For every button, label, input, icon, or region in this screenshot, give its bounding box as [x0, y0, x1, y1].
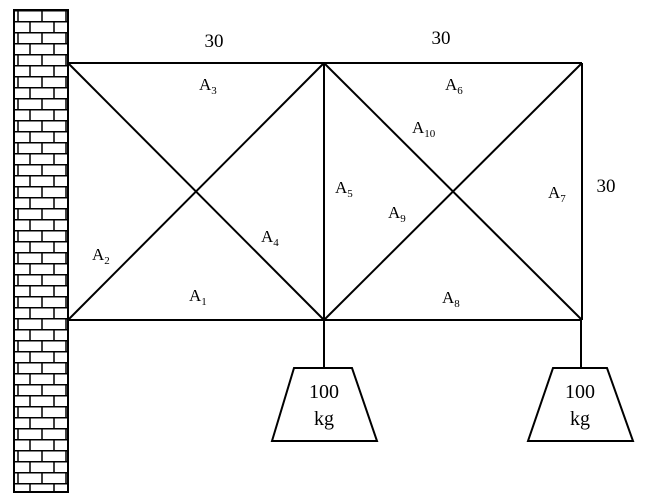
weight-left-value: 100: [309, 381, 339, 403]
weight-right-unit: kg: [570, 408, 590, 430]
weight-left-unit: kg: [314, 408, 334, 430]
label-a7: A7: [548, 183, 566, 205]
label-a6: A6: [445, 75, 463, 97]
truss-members: [67, 62, 583, 368]
dimension-top-left: 30: [205, 31, 224, 52]
label-a8: A8: [442, 288, 460, 310]
brick-wall: [13, 9, 69, 493]
dimension-right-side: 30: [597, 176, 616, 197]
weight-right-value: 100: [565, 381, 595, 403]
weight-right: 100 kg: [526, 367, 635, 442]
label-a5: A5: [335, 178, 353, 200]
label-a9: A9: [388, 203, 406, 225]
dimension-top-right: 30: [432, 28, 451, 49]
label-a1: A1: [189, 286, 207, 308]
label-a10: A10: [412, 118, 436, 140]
member-labels: A1 A2 A3 A4 A5 A6 A7 A8 A9 A10: [92, 75, 566, 310]
label-a3: A3: [199, 75, 217, 97]
member-a9: [323, 62, 583, 321]
weight-left: 100 kg: [270, 367, 379, 442]
label-a4: A4: [261, 227, 279, 249]
label-a2: A2: [92, 245, 110, 267]
member-a2: [67, 62, 325, 321]
